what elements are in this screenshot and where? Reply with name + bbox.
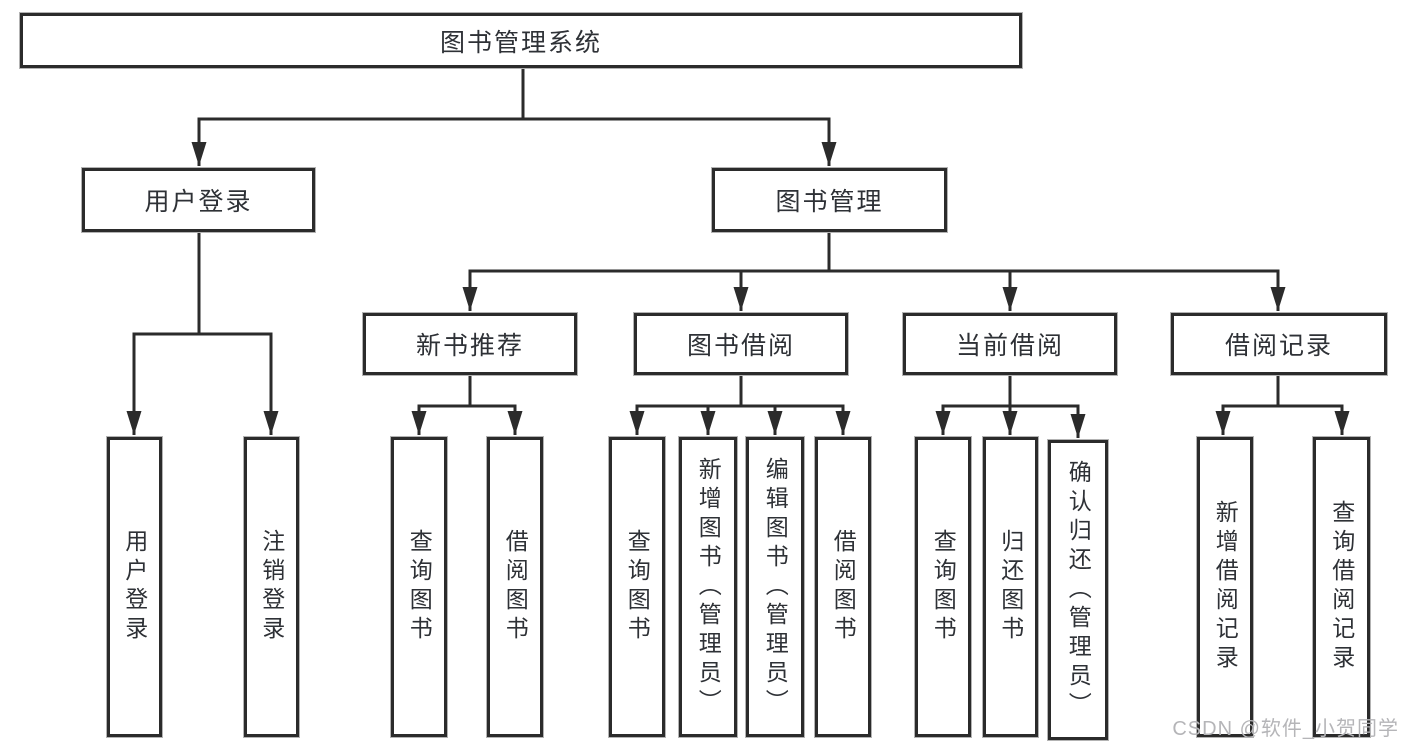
node-root: 图书管理系统	[20, 13, 1022, 68]
node-new-book-recommend-label: 新书推荐	[415, 332, 524, 360]
leaf-confirm-return-admin-label: 确认归还（管理员）	[1065, 459, 1092, 721]
node-book-borrowing: 图书借阅	[634, 313, 848, 375]
leaf-add-book-admin-label: 新增图书（管理员）	[695, 456, 722, 718]
node-root-label: 图书管理系统	[439, 28, 602, 57]
leaf-borrow-book-1: 借阅图书	[487, 437, 543, 737]
node-current-borrowing: 当前借阅	[903, 313, 1117, 375]
leaf-add-borrow-record-label: 新增借阅记录	[1212, 500, 1239, 674]
node-current-borrowing-label: 当前借阅	[955, 332, 1064, 360]
leaf-add-borrow-record: 新增借阅记录	[1197, 437, 1253, 737]
leaf-logout: 注销登录	[244, 437, 299, 737]
leaf-edit-book-admin-label: 编辑图书（管理员）	[762, 456, 789, 718]
node-borrowing-records: 借阅记录	[1171, 313, 1387, 375]
leaf-query-book-1: 查询图书	[391, 437, 447, 737]
leaf-query-book-2: 查询图书	[609, 437, 665, 737]
leaf-query-borrow-record: 查询借阅记录	[1313, 437, 1370, 737]
leaf-confirm-return-admin: 确认归还（管理员）	[1048, 440, 1108, 740]
leaf-borrow-book-2-label: 借阅图书	[830, 529, 857, 645]
node-user-login-group-label: 用户登录	[144, 188, 253, 216]
leaf-edit-book-admin: 编辑图书（管理员）	[746, 437, 804, 737]
leaf-add-book-admin: 新增图书（管理员）	[679, 437, 737, 737]
node-book-borrowing-label: 图书借阅	[686, 332, 795, 360]
node-user-login-group: 用户登录	[82, 168, 315, 232]
leaf-borrow-book-1-label: 借阅图书	[502, 529, 529, 645]
node-new-book-recommend: 新书推荐	[363, 313, 577, 375]
leaf-logout-label: 注销登录	[258, 529, 285, 645]
leaf-borrow-book-2: 借阅图书	[815, 437, 871, 737]
leaf-user-login-label: 用户登录	[121, 529, 148, 645]
node-book-management: 图书管理	[712, 168, 947, 232]
leaf-user-login: 用户登录	[107, 437, 162, 737]
leaf-return-book-label: 归还图书	[997, 529, 1024, 645]
node-book-management-label: 图书管理	[775, 188, 884, 216]
leaf-query-book-2-label: 查询图书	[624, 529, 651, 645]
leaf-query-book-3-label: 查询图书	[930, 529, 957, 645]
node-borrowing-records-label: 借阅记录	[1224, 332, 1333, 360]
leaf-query-book-3: 查询图书	[915, 437, 971, 737]
leaf-query-book-1-label: 查询图书	[406, 529, 433, 645]
leaf-return-book: 归还图书	[983, 437, 1038, 737]
leaf-query-borrow-record-label: 查询借阅记录	[1328, 500, 1355, 674]
